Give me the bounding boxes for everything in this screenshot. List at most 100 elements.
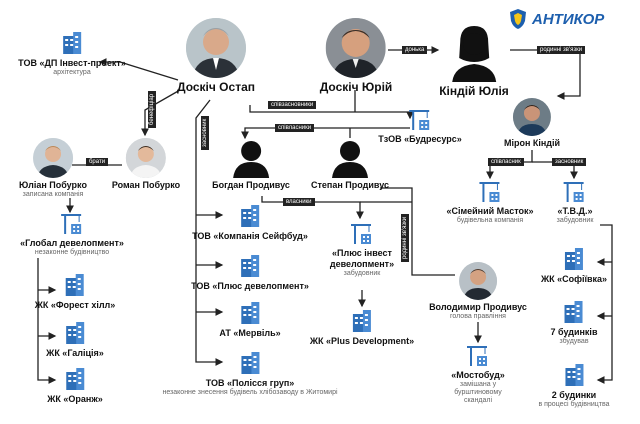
edge-tvd-projects [596,224,613,384]
desc-simeiny: будівельна компанія [456,217,524,224]
person-doskich-yuriy: Доскіч Юрій [319,18,393,94]
edge-yulia-myron [510,49,581,100]
company-mervil: АТ «Мервіль» [219,300,281,339]
desc-dp-invest: архітектура [53,69,91,76]
desc-mostobud-text: замішана у бурштиновому скандалі [454,381,502,404]
building-icon [565,248,583,270]
name-yulian-poburko: Юліан Побурко [19,180,87,190]
desc-mostobud: замішана у бурштиновому скандалі [447,381,509,405]
desc-volodymyr-prodyvus: голова правління [450,313,506,320]
label-family-top: родинні зв'язки [537,46,586,54]
name-sofiivka: ЖК «Софіївка» [540,274,608,284]
desc-global: незаконне будівництво [34,249,110,256]
label-owners: власники [283,198,315,206]
company-two: 2 будинки в процесі будівництва [538,362,610,409]
crane-icon [60,214,81,234]
logo: АНТИКОР [508,8,604,30]
name-global: «Глобал девелопмент» [20,238,124,248]
desc-polissia: незаконне знесення будівель хлібозаводу … [162,389,338,396]
company-plus-development: ЖК «Plus Development» [310,308,414,347]
name-doskich-yuriy: Доскіч Юрій [319,80,393,94]
name-seifbud: ТОВ «Компанія Сейфбуд» [192,231,308,241]
crane-icon [408,110,429,130]
name-galicia: ЖК «Галіція» [46,348,104,358]
person-doskich-ostap: Доскіч Остап [177,18,255,94]
crane-icon [563,182,584,202]
company-seifbud: ТОВ «Компанія Сейфбуд» [192,203,308,242]
name-mostobud: «Мостобуд» [451,370,505,380]
photo-volodymyr-prodyvus [459,262,497,300]
building-icon [564,301,583,323]
name-bohdan-prodyvus: Богдан Продивус [212,180,290,190]
name-plus-development: ЖК «Plus Development» [309,336,415,346]
edge-global-complexes [37,258,57,384]
building-icon [241,352,259,374]
crane-icon [479,182,499,202]
edge-ostap-founder [195,99,224,366]
edge-ostap-dpinvest [98,58,179,81]
name-doskich-ostap: Доскіч Остап [177,80,255,94]
name-oranzh: ЖК «Оранж» [47,394,103,404]
name-forest: ЖК «Форест хілл» [34,300,116,310]
name-plus-dev: ТОВ «Плюс девелопмент» [191,281,309,291]
desc-yulian-poburko: записана компанія [22,191,84,198]
name-tvd: «Т.В.Д.» [557,206,593,216]
building-icon [240,255,259,277]
label-beneficiary: бенефіціар [148,90,156,128]
person-volodymyr-prodyvus: Володимир Продивус голова правління [429,262,527,321]
company-simeiny: «Сімейний Масток» будівельна компанія [446,180,534,225]
name-two: 2 будинки [551,390,597,400]
company-polissia: ТОВ «Полісся груп» незаконне знесення бу… [162,350,338,397]
name-plus-invest-1: «Плюс інвест девелопмент» [318,248,406,270]
name-budresurs: ТзОВ «Будресурс» [378,134,462,144]
name-dp-invest: ТОВ «ДП Інвест-проект» [18,58,126,68]
desc-two: в процесі будівництва [538,401,610,408]
building-icon [62,32,81,54]
photo-yulian-poburko [33,138,73,178]
company-forest: ЖК «Форест хілл» [34,272,116,311]
company-tvd: «Т.В.Д.» забудовник [557,180,593,225]
company-budresurs: ТзОВ «Будресурс» [378,108,462,145]
building-icon [65,322,84,344]
building-icon [352,310,371,332]
name-seven: 7 будинків [550,327,598,337]
label-daughter: донька [402,46,428,54]
crane-icon [351,224,371,244]
person-myron-kindiy: Мірон Кіндій [504,98,560,149]
name-kindiy-yulia: Кіндій Юлія [439,84,509,98]
person-kindiy-yulia: Кіндій Юлія [439,24,509,98]
logo-text: АНТИКОР [532,10,605,28]
person-bohdan-prodyvus: Богдан Продивус [212,138,290,191]
name-mervil: АТ «Мервіль» [219,328,281,338]
name-roman-poburko: Роман Побурко [111,180,181,190]
company-plus-invest: «Плюс інвест девелопмент» забудовник [318,222,406,278]
company-global: «Глобал девелопмент» незаконне будівницт… [20,212,124,257]
edge-coowners [241,127,410,140]
silhouette-female-icon [451,26,496,82]
edge-cofounders [249,105,414,120]
silhouette-male-icon [331,141,368,178]
name-simeiny: «Сімейний Масток» [446,206,534,216]
crane-icon [467,346,487,366]
label-cofounders: співзасновники [268,101,317,109]
photo-roman-poburko [125,138,166,178]
person-yulian-poburko: Юліан Побурко записана компанія [19,138,87,199]
building-icon [66,274,84,296]
company-sofiivka: ЖК «Софіївка» [541,246,607,285]
building-icon [66,368,84,390]
shield-icon [510,9,526,29]
person-roman-poburko: Роман Побурко [112,138,180,191]
company-plus-dev: ТОВ «Плюс девелопмент» [191,253,309,292]
silhouette-male-icon [233,141,269,178]
name-polissia: ТОВ «Полісся груп» [205,378,295,388]
building-icon [241,205,259,227]
edge-ostap-roman [141,89,181,137]
desc-seven: збудував [559,338,589,345]
label-coowners: співласники [275,124,315,132]
name-stepan-prodyvus: Степан Продивус [311,180,389,190]
edge-family-volodymyr [380,187,455,276]
photo-doskich-yuriy [325,18,386,78]
desc-plus-invest: забудовник [343,270,381,277]
building-icon [241,302,259,324]
company-mostobud: «Мостобуд» замішана у бурштиновому сканд… [447,344,509,405]
